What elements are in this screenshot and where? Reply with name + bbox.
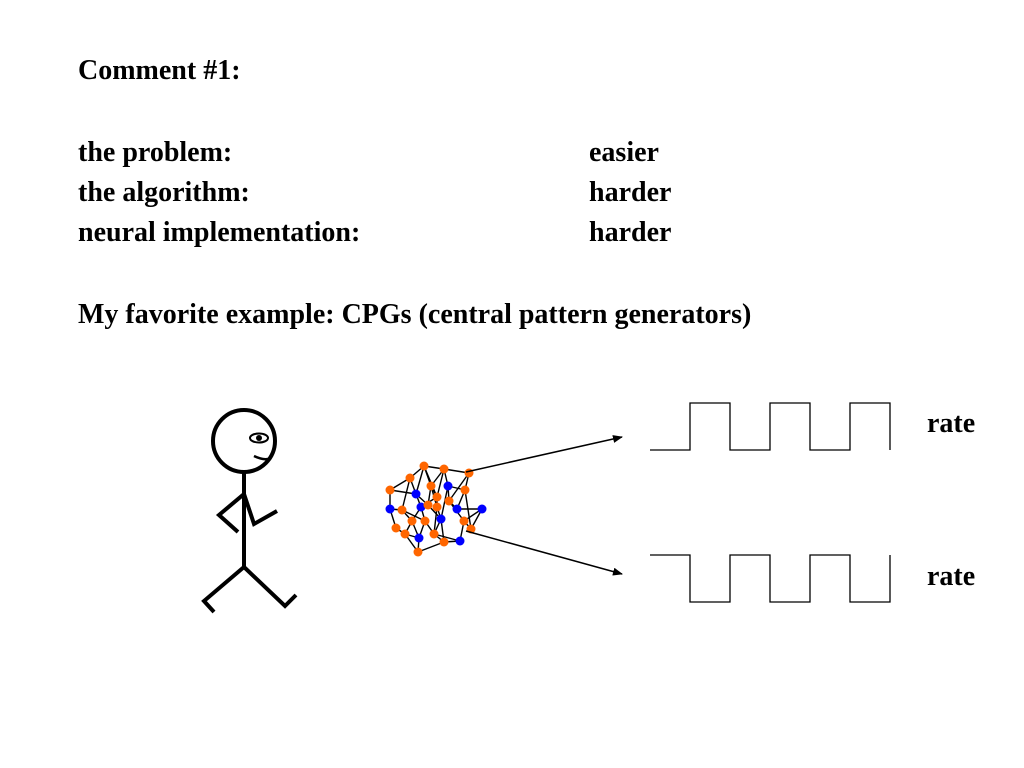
stick-figure-left-arm (215, 492, 246, 534)
network-neuron (419, 461, 429, 471)
network-neuron (420, 516, 430, 526)
upper-square-wave (650, 402, 891, 451)
row-label-algorithm: the algorithm: (78, 177, 250, 208)
neural-network-cluster (385, 461, 487, 557)
network-neuron (432, 502, 442, 512)
row-value-neural-implementation: harder (589, 217, 672, 248)
network-neuron (391, 523, 401, 533)
network-neuron (444, 496, 454, 506)
arrow-to-upper-wave (465, 435, 623, 473)
upper-rate-label: rate (927, 408, 976, 439)
slide-title: Comment #1: (78, 55, 241, 86)
network-neuron (460, 485, 470, 495)
network-neuron (407, 516, 417, 526)
network-connection (417, 541, 445, 553)
example-text: My favorite example: CPGs (central patte… (78, 299, 752, 330)
network-neuron (443, 481, 453, 491)
network-connection (448, 472, 470, 502)
network-connection (464, 489, 472, 530)
row-label-neural-implementation: neural implementation: (78, 217, 361, 248)
row-value-algorithm: harder (589, 177, 672, 208)
lower-square-wave (650, 554, 891, 603)
network-neuron (464, 468, 474, 478)
network-neuron (436, 514, 446, 524)
network-neuron (455, 536, 465, 546)
stick-figure-right-arm (242, 493, 278, 527)
network-connection (436, 468, 445, 498)
stick-figure-mouth (253, 454, 269, 461)
stick-figure-right-leg (242, 565, 298, 609)
network-neuron (400, 529, 410, 539)
network-neuron (413, 547, 423, 557)
network-neuron (411, 489, 421, 499)
network-neuron (477, 504, 487, 514)
arrow-to-lower-wave (465, 530, 623, 576)
network-neuron (423, 500, 433, 510)
network-connection (423, 465, 438, 498)
row-value-problem: easier (589, 137, 659, 168)
network-neuron (452, 504, 462, 514)
network-connection (415, 465, 425, 495)
network-connection (440, 485, 449, 520)
network-neuron (426, 481, 436, 491)
walking-stick-figure (201, 408, 298, 614)
network-neuron (405, 473, 415, 483)
network-connection (433, 506, 438, 535)
network-neuron (459, 516, 469, 526)
network-neuron (429, 529, 439, 539)
network-neuron (385, 485, 395, 495)
lower-rate-label: rate (927, 561, 976, 592)
network-neuron (416, 502, 426, 512)
network-neuron (439, 464, 449, 474)
network-neuron (397, 505, 407, 515)
row-label-problem: the problem: (78, 137, 233, 168)
network-neuron (432, 492, 442, 502)
network-neuron (439, 537, 449, 547)
network-connection (401, 477, 411, 511)
eye-icon (249, 432, 269, 444)
network-neuron (414, 533, 424, 543)
stick-figure-left-leg (201, 565, 246, 614)
network-neuron (385, 504, 395, 514)
